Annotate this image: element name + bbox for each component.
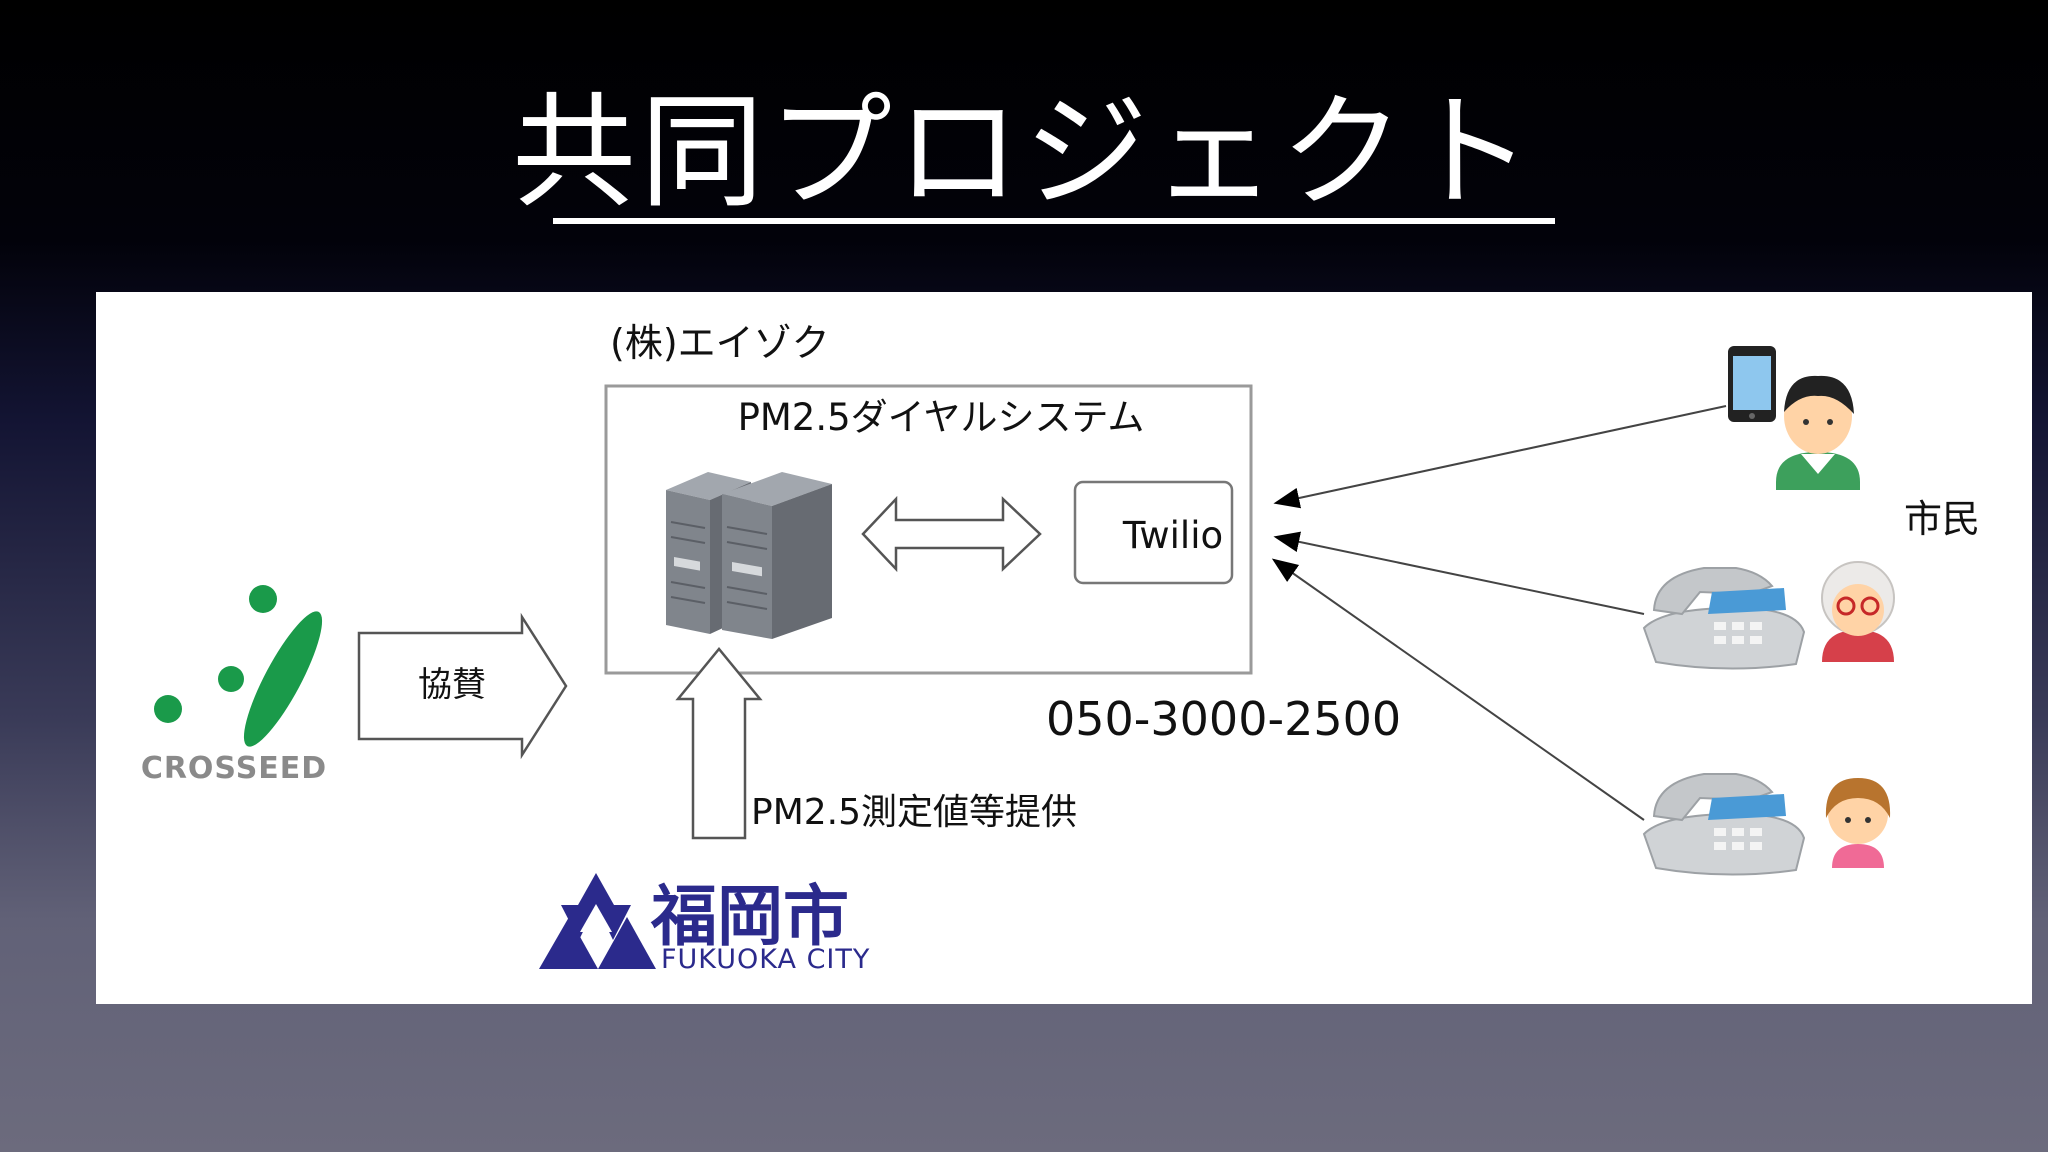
crosseed-logo: CROSSEED (141, 585, 327, 786)
twilio-label: Twilio (1122, 514, 1223, 557)
server-rack-icon (666, 472, 832, 639)
bidirectional-arrow (861, 495, 1042, 573)
desk-phone-icon (1642, 773, 1806, 876)
desk-phone-icon (1642, 567, 1806, 670)
citizen-child-icon (1825, 778, 1891, 868)
sponsor-label: 協賛 (418, 665, 486, 705)
title-underline (553, 218, 1555, 224)
provide-arrow (675, 647, 763, 840)
diagram-canvas: CROSSEED 協賛 (株)エイゾク PM2.5ダイヤルシステム (141, 321, 1980, 975)
fukuoka-en: FUKUOKA CITY (661, 944, 870, 975)
twilio-box (1073, 480, 1234, 585)
fukuoka-kanji: 福岡市 (650, 878, 849, 955)
system-box (604, 384, 1253, 675)
sponsor-arrow: 協賛 (357, 612, 568, 760)
company-label: (株)エイゾク (610, 321, 830, 365)
provide-label: PM2.5測定値等提供 (751, 792, 1077, 833)
diagram-panel: CROSSEED 協賛 (株)エイゾク PM2.5ダイヤルシステム (96, 292, 2032, 1004)
logo-leaf (243, 611, 323, 747)
logo-dot (249, 585, 277, 613)
call-line-phone-2 (1271, 558, 1645, 821)
call-line-phone-1 (1273, 531, 1645, 615)
fukuoka-city-logo: 福岡市 FUKUOKA CITY (539, 873, 870, 975)
mobile-phone-icon (1728, 346, 1776, 422)
logo-dot (218, 666, 244, 692)
crosseed-wordmark: CROSSEED (141, 751, 327, 786)
call-line-mobile (1273, 405, 1727, 509)
phone-number: 050-3000-2500 (1046, 692, 1401, 746)
citizens-label: 市民 (1904, 497, 1980, 541)
slide-title: 共同プロジェクト (511, 81, 1536, 225)
logo-dot (154, 695, 182, 723)
system-title: PM2.5ダイヤルシステム (738, 396, 1145, 439)
citizen-elder-icon (1821, 561, 1895, 662)
citizen-man-icon (1776, 375, 1860, 490)
